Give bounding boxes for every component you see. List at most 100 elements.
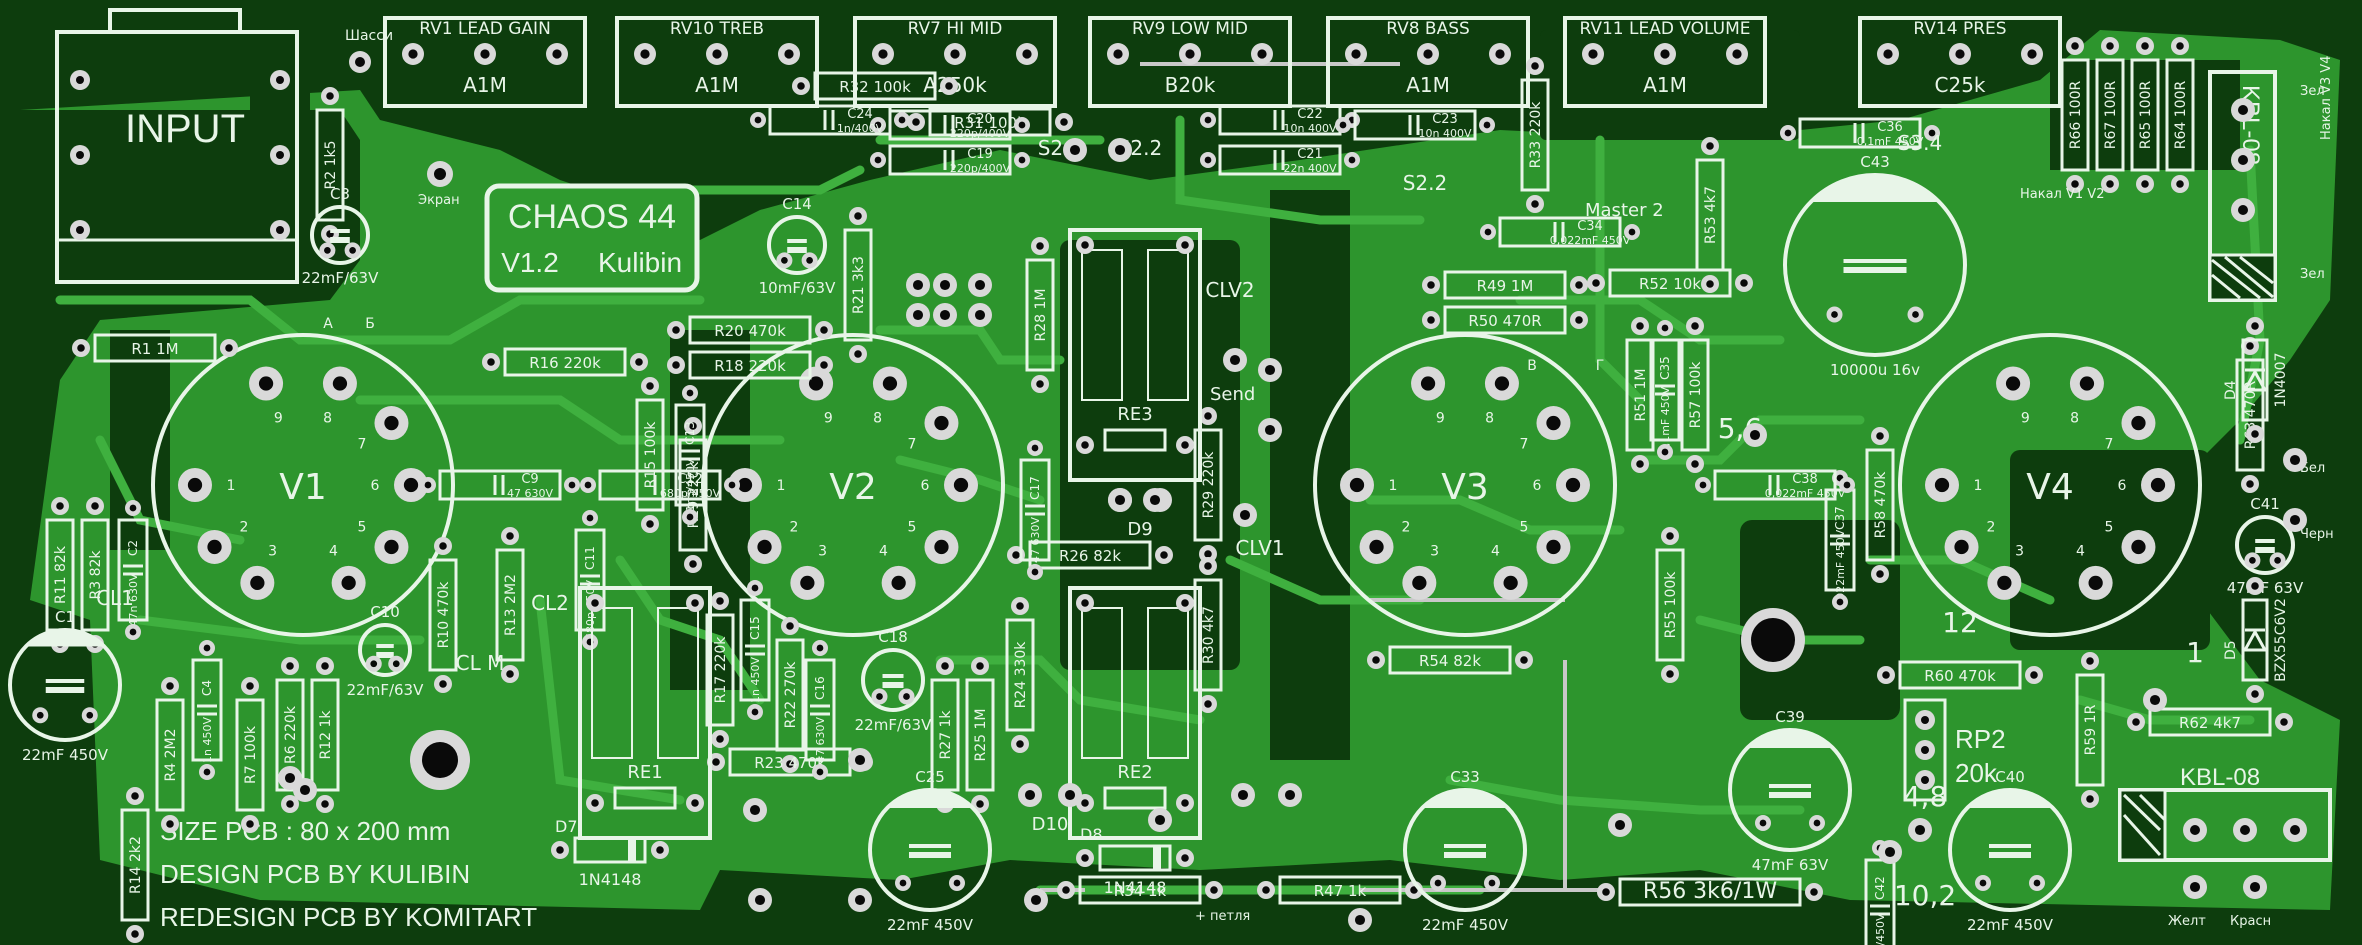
capacitor-pad[interactable] bbox=[125, 500, 141, 516]
resistor-pad[interactable] bbox=[72, 339, 90, 357]
loose-pad[interactable] bbox=[1108, 138, 1132, 162]
tube-pin[interactable] bbox=[1536, 406, 1571, 441]
resistor[interactable]: R16 220k bbox=[482, 347, 648, 377]
tube-pin[interactable] bbox=[872, 366, 907, 401]
relay-re2[interactable]: RE2 bbox=[1068, 586, 1202, 840]
loose-pad[interactable] bbox=[1278, 783, 1302, 807]
tube-pin[interactable] bbox=[2078, 565, 2113, 600]
pot-pin[interactable] bbox=[1489, 43, 1511, 65]
resistor-pad[interactable] bbox=[711, 730, 729, 748]
loose-pad[interactable] bbox=[1878, 840, 1902, 864]
diode-d10[interactable]: D10 bbox=[1018, 783, 1082, 835]
pot-pin[interactable] bbox=[1877, 43, 1899, 65]
resistor-pad[interactable] bbox=[1011, 735, 1029, 753]
resistor[interactable]: R14 2k2 bbox=[120, 787, 150, 943]
tube-pin[interactable] bbox=[1359, 529, 1394, 564]
loose-pad[interactable] bbox=[968, 303, 992, 327]
mounting-hole-right[interactable] bbox=[1741, 608, 1805, 672]
capacitor-pad[interactable] bbox=[319, 242, 336, 259]
capacitor-pad[interactable] bbox=[1344, 152, 1360, 168]
tube-pin[interactable] bbox=[178, 468, 212, 502]
resistor-pad[interactable] bbox=[1422, 276, 1440, 294]
loose-pad[interactable] bbox=[1348, 908, 1372, 932]
capacitor-pad[interactable] bbox=[582, 634, 598, 650]
resistor-pad[interactable] bbox=[1570, 311, 1588, 329]
loose-pad[interactable] bbox=[293, 778, 317, 802]
loose-pad[interactable] bbox=[1743, 423, 1767, 447]
tube-pin[interactable] bbox=[2141, 468, 2175, 502]
capacitor-pad[interactable] bbox=[776, 252, 793, 269]
pot-pin[interactable] bbox=[546, 43, 568, 65]
mounting-hole-left[interactable] bbox=[410, 730, 470, 790]
capacitor-pad[interactable] bbox=[1430, 875, 1446, 891]
relay-re1[interactable]: RE1 bbox=[578, 586, 712, 840]
resistor-pad[interactable] bbox=[2101, 37, 2119, 55]
capacitor-pad[interactable] bbox=[1014, 152, 1030, 168]
capacitor-pad[interactable] bbox=[682, 385, 698, 401]
resistor-pad[interactable] bbox=[241, 815, 259, 833]
resistor-pad[interactable] bbox=[241, 677, 259, 695]
loose-pad[interactable] bbox=[906, 303, 930, 327]
resistor-pad[interactable] bbox=[1701, 275, 1719, 293]
loose-pad[interactable] bbox=[2143, 688, 2167, 712]
resistor[interactable]: R24 330k bbox=[1005, 597, 1035, 753]
diode-pad[interactable] bbox=[1018, 783, 1042, 807]
resistor-pad[interactable] bbox=[2127, 713, 2145, 731]
pot-pin[interactable] bbox=[1582, 43, 1604, 65]
tube-pin[interactable] bbox=[1536, 529, 1571, 564]
pot-pin[interactable] bbox=[1107, 43, 1129, 65]
loose-pad[interactable] bbox=[2283, 448, 2307, 472]
tube-pin[interactable] bbox=[1925, 468, 1959, 502]
input-jack[interactable]: INPUT bbox=[55, 8, 299, 284]
pot-pin[interactable] bbox=[474, 43, 496, 65]
capacitor-pad[interactable] bbox=[1484, 875, 1500, 891]
resistor-pad[interactable] bbox=[2081, 790, 2099, 808]
resistor[interactable]: R10 470k bbox=[428, 537, 458, 693]
resistor-pad[interactable] bbox=[281, 795, 299, 813]
resistor-pad[interactable] bbox=[2171, 37, 2189, 55]
resistor-pad[interactable] bbox=[1587, 274, 1605, 292]
capacitor-pad[interactable] bbox=[580, 477, 596, 493]
resistor-pad[interactable] bbox=[781, 755, 799, 773]
resistor-pad[interactable] bbox=[1257, 881, 1275, 899]
resistor-pad[interactable] bbox=[849, 345, 867, 363]
resistor[interactable]: R31 100k bbox=[907, 107, 1073, 137]
capacitor-pad[interactable] bbox=[420, 477, 436, 493]
resistor[interactable]: R4 2M2 bbox=[155, 677, 185, 833]
resistor-pad[interactable] bbox=[1526, 195, 1544, 213]
resistor-pad[interactable] bbox=[667, 356, 685, 374]
capacitor-pad[interactable] bbox=[870, 152, 886, 168]
resistor[interactable]: R62 4k7 bbox=[2127, 707, 2293, 737]
tube-pin[interactable] bbox=[249, 366, 284, 401]
capacitor-pad[interactable] bbox=[388, 655, 405, 672]
relay-pad[interactable] bbox=[586, 594, 604, 612]
loose-pad[interactable] bbox=[1258, 418, 1282, 442]
diode-pad[interactable] bbox=[551, 841, 569, 859]
resistor-pad[interactable] bbox=[1661, 527, 1679, 545]
resistor-pad[interactable] bbox=[907, 113, 925, 131]
tube-pin[interactable] bbox=[2121, 529, 2156, 564]
kbl08-top[interactable]: KBL-08 bbox=[2208, 70, 2277, 302]
capacitor-pad[interactable] bbox=[1479, 117, 1495, 133]
tube-pin[interactable] bbox=[924, 529, 959, 564]
resistor-pad[interactable] bbox=[1631, 455, 1649, 473]
capacitor-pad[interactable] bbox=[682, 509, 698, 525]
capacitor-pad[interactable] bbox=[199, 764, 215, 780]
pot-pin[interactable] bbox=[634, 43, 656, 65]
loose-pad[interactable] bbox=[1908, 818, 1932, 842]
loose-pad[interactable] bbox=[933, 273, 957, 297]
